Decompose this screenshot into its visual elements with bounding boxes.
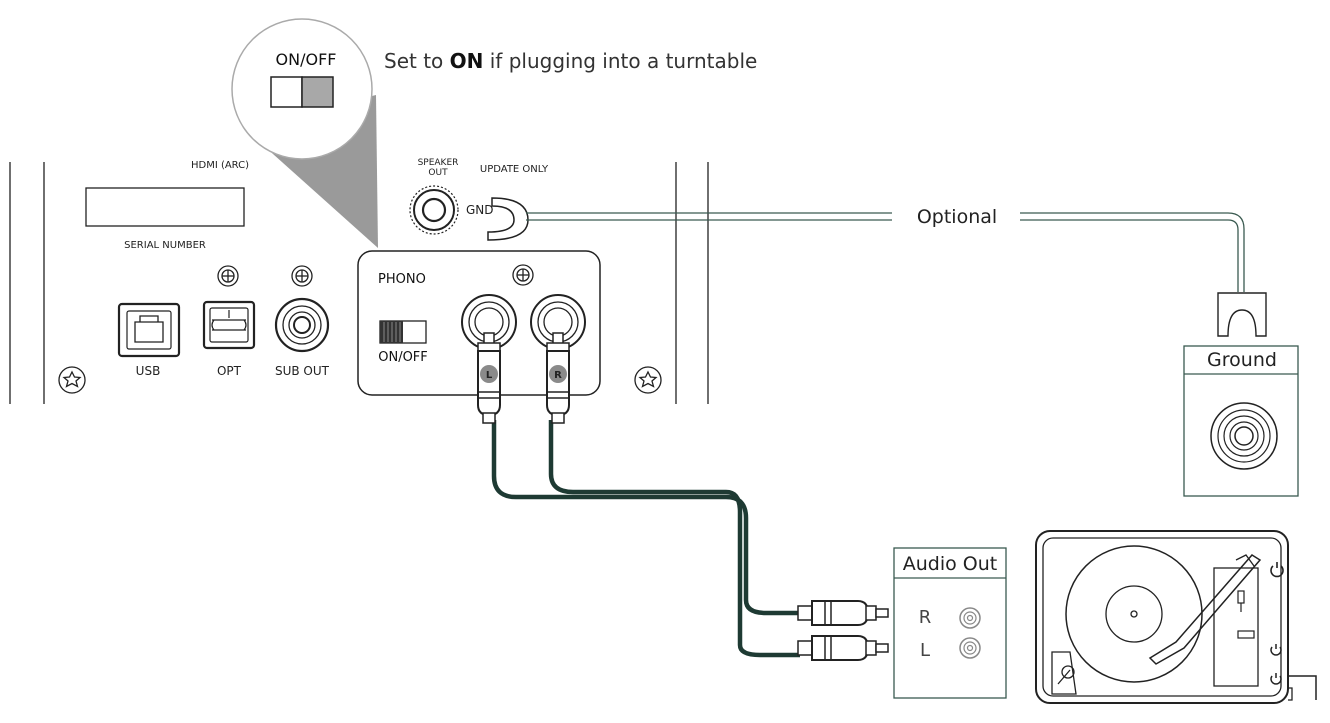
callout-switch-title: ON/OFF	[276, 50, 337, 69]
audio-out-box: Audio Out R L	[893, 547, 1007, 699]
phono-label: PHONO	[378, 272, 426, 287]
screw-icon	[291, 265, 313, 287]
turntable	[1035, 530, 1317, 704]
update-only-label: UPDATE ONLY	[480, 164, 549, 175]
audio-out-l-label: L	[920, 640, 930, 661]
sub-out-label: SUB OUT	[275, 364, 330, 378]
optical-port	[202, 300, 256, 350]
audio-out-r-label: R	[919, 607, 932, 628]
turntable-label	[1105, 585, 1163, 643]
rca-cable	[491, 420, 800, 658]
screw-icon	[217, 265, 239, 287]
ground-box: Ground	[1183, 345, 1299, 497]
phono-switch-label: ON/OFF	[378, 350, 428, 365]
left-plug-letter: L	[486, 370, 493, 381]
ground-wire	[526, 212, 1245, 292]
back-panel	[9, 162, 709, 404]
audio-out-jack-l	[959, 637, 981, 659]
gnd-terminal	[487, 197, 529, 241]
callout-instruction: Set to ON if plugging into a turntable	[384, 49, 757, 73]
speaker-out-label-2: OUT	[428, 168, 448, 178]
right-plug-badge	[549, 365, 567, 383]
power-knob-icon	[1270, 565, 1284, 578]
callout-switch	[270, 76, 334, 108]
rca-plug-left: L	[477, 332, 501, 424]
ground-post-icon	[1210, 402, 1278, 470]
serial-number-box	[85, 187, 245, 227]
star-screw-icon	[58, 366, 86, 394]
ground-box-title: Ground	[1207, 349, 1277, 371]
tonearm	[1148, 554, 1262, 665]
phono-switch[interactable]	[379, 320, 427, 344]
right-plug-letter: R	[554, 370, 562, 381]
rca-plug-audio-out-l	[797, 635, 889, 661]
screw-icon	[512, 264, 534, 286]
gnd-label: GND	[466, 203, 494, 217]
usb-label: USB	[136, 364, 161, 378]
audio-out-jack-r	[959, 607, 981, 629]
ground-spade-lug	[1217, 292, 1267, 337]
speaker-out-jack	[409, 185, 459, 235]
star-screw-icon	[634, 366, 662, 394]
turntable-platter	[1065, 545, 1203, 683]
opt-label: OPT	[217, 364, 242, 378]
left-plug-badge	[480, 365, 498, 383]
optional-label: Optional	[917, 206, 997, 228]
rca-plug-audio-out-r	[797, 600, 889, 626]
hdmi-label: HDMI (ARC)	[191, 160, 249, 171]
audio-out-title: Audio Out	[903, 553, 998, 575]
speed-knob-icon	[1270, 646, 1282, 656]
rca-plug-right: R	[546, 332, 570, 424]
usb-port	[117, 302, 181, 358]
sub-out-jack	[274, 297, 330, 353]
serial-number-label: SERIAL NUMBER	[124, 240, 206, 251]
speaker-out-label: SPEAKER	[418, 158, 459, 168]
